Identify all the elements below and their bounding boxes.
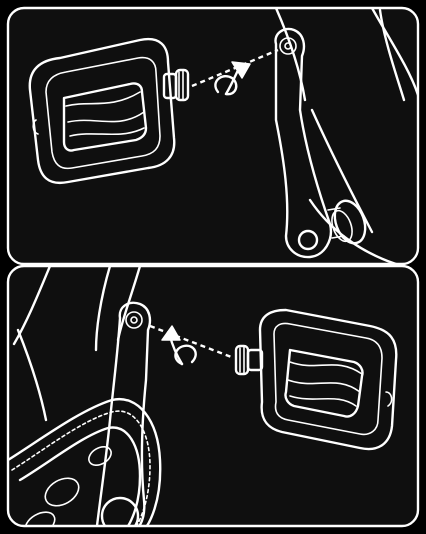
panel-top [8,8,418,264]
panel-bottom [8,266,418,534]
